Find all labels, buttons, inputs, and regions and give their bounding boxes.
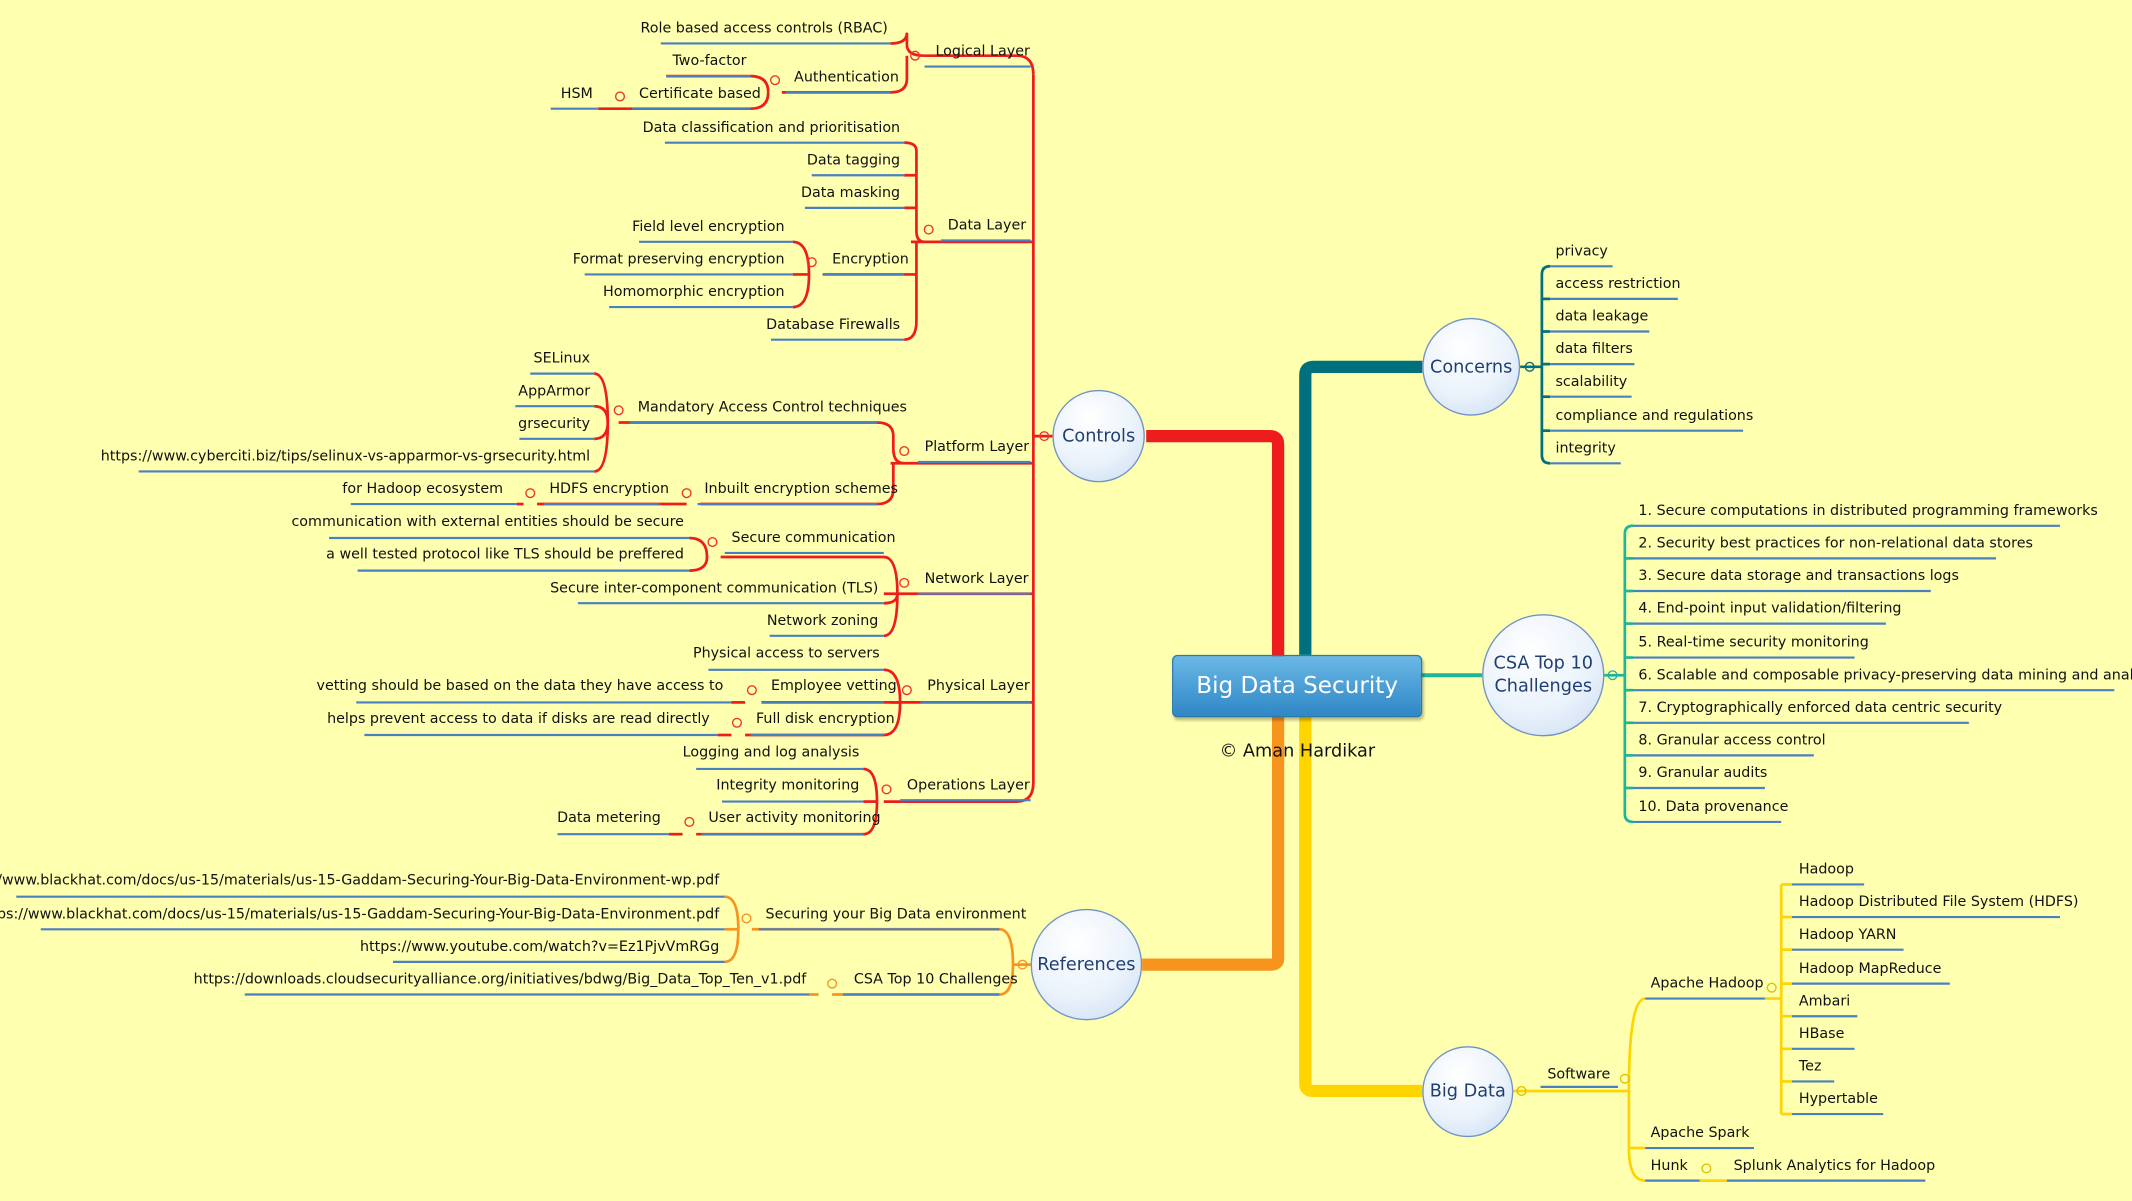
hadoop-item[interactable]: Ambari <box>1798 993 1851 1010</box>
csa-item[interactable]: 3. Secure data storage and transactions … <box>1638 567 1959 585</box>
hadoop-item[interactable]: Hadoop Distributed File System (HDFS) <box>1798 893 2079 911</box>
apache-spark[interactable]: Apache Spark <box>1650 1124 1750 1142</box>
data-layer[interactable]: Data Layer <box>947 217 1027 234</box>
csa-pdf-link[interactable]: https://downloads.cloudsecurityalliance.… <box>193 971 807 988</box>
hunk[interactable]: Hunk <box>1650 1157 1688 1174</box>
format-preserving-encryption[interactable]: Format preserving encryption <box>572 251 785 268</box>
concern-item[interactable]: integrity <box>1555 440 1616 457</box>
external-entities-note[interactable]: communication with external entities sho… <box>291 513 684 530</box>
hadoop-ecosystem[interactable]: for Hadoop ecosystem <box>342 480 504 498</box>
csa-item[interactable]: 8. Granular access control <box>1638 732 1826 749</box>
software[interactable]: Software <box>1547 1066 1611 1083</box>
concern-item[interactable]: data leakage <box>1555 308 1649 325</box>
database-firewalls[interactable]: Database Firewalls <box>766 316 901 333</box>
collapse-markers <box>525 50 1050 827</box>
data-classification[interactable]: Data classification and prioritisation <box>642 119 901 136</box>
bigdata-connectors <box>1513 883 1793 1182</box>
csa-connectors <box>1604 524 1634 824</box>
rbac[interactable]: Role based access controls (RBAC) <box>640 20 888 37</box>
inbuilt-encryption[interactable]: Inbuilt encryption schemes <box>704 480 898 498</box>
mandatory-access-control[interactable]: Mandatory Access Control techniques <box>637 399 907 416</box>
leaf-underlines <box>16 42 2115 1182</box>
csa-item[interactable]: 10. Data provenance <box>1638 798 1789 816</box>
csa-item[interactable]: 4. End-point input validation/filtering <box>1638 600 1902 617</box>
concern-item[interactable]: scalability <box>1555 373 1628 390</box>
apache-hadoop[interactable]: Apache Hadoop <box>1650 975 1764 992</box>
ref-link-youtube[interactable]: https://www.youtube.com/watch?v=Ez1PjvVm… <box>360 938 720 956</box>
node-references[interactable]: References <box>1030 908 1143 1021</box>
selinux[interactable]: SELinux <box>533 350 591 367</box>
physical-access[interactable]: Physical access to servers <box>692 645 880 662</box>
node-controls[interactable]: Controls <box>1052 389 1145 483</box>
hadoop-item[interactable]: Hadoop MapReduce <box>1798 960 1942 977</box>
concern-item[interactable]: access restriction <box>1555 275 1681 293</box>
disk-encryption-note[interactable]: helps prevent access to data if disks ar… <box>327 710 710 727</box>
network-zoning[interactable]: Network zoning <box>766 612 879 630</box>
csa-top10-reference[interactable]: CSA Top 10 Challenges <box>853 971 1018 988</box>
concerns-connectors <box>1520 264 1551 465</box>
employee-vetting[interactable]: Employee vetting <box>770 677 897 695</box>
secure-communication[interactable]: Secure communication <box>731 529 896 547</box>
encryption[interactable]: Encryption <box>832 251 909 268</box>
homomorphic-encryption[interactable]: Homomorphic encryption <box>603 283 785 301</box>
references-connectors <box>724 895 1031 996</box>
full-disk-encryption[interactable]: Full disk encryption <box>755 710 895 727</box>
tls-note[interactable]: a well tested protocol like TLS should b… <box>326 546 684 563</box>
hadoop-item[interactable]: Hadoop YARN <box>1798 926 1897 943</box>
two-factor[interactable]: Two-factor <box>672 52 747 70</box>
csa-item[interactable]: 2. Security best practices for non-relat… <box>1638 535 2033 552</box>
network-layer[interactable]: Network Layer <box>924 570 1029 587</box>
hdfs-encryption[interactable]: HDFS encryption <box>549 480 670 498</box>
vetting-note[interactable]: vetting should be based on the data they… <box>316 677 724 695</box>
apparmor[interactable]: AppArmor <box>518 383 591 400</box>
grsecurity[interactable]: grsecurity <box>518 415 591 433</box>
data-metering[interactable]: Data metering <box>557 809 661 827</box>
field-level-encryption[interactable]: Field level encryption <box>632 218 785 236</box>
inter-component-communication[interactable]: Secure inter-component communication (TL… <box>550 580 879 597</box>
data-tagging[interactable]: Data tagging <box>806 152 901 169</box>
concern-item[interactable]: privacy <box>1555 243 1608 260</box>
hsm[interactable]: HSM <box>560 85 593 102</box>
concern-item[interactable]: data filters <box>1555 341 1633 358</box>
operations-layer[interactable]: Operations Layer <box>906 777 1030 794</box>
root-node-big-data-security[interactable]: Big Data Security <box>1172 654 1423 718</box>
integrity-monitoring[interactable]: Integrity monitoring <box>716 777 860 794</box>
logical-layer[interactable]: Logical Layer <box>935 43 1030 60</box>
securing-big-data-environment[interactable]: Securing your Big Data environment <box>765 906 1027 923</box>
physical-layer[interactable]: Physical Layer <box>927 677 1030 695</box>
node-big-data[interactable]: Big Data <box>1422 1046 1514 1138</box>
certificate-based[interactable]: Certificate based <box>639 85 761 102</box>
hadoop-item[interactable]: HBase <box>1798 1025 1845 1043</box>
trunk-references <box>1142 678 1420 971</box>
node-csa-top-10[interactable]: CSA Top 10 Challenges <box>1482 614 1605 737</box>
csa-item[interactable]: 6. Scalable and composable privacy-prese… <box>1638 667 2132 684</box>
trunk-concerns <box>1299 360 1423 655</box>
csa-item[interactable]: 5. Real-time security monitoring <box>1638 634 1869 651</box>
csa-item[interactable]: 7. Cryptographically enforced data centr… <box>1638 699 2003 716</box>
copyright-text: © Aman Hardikar <box>1219 741 1376 763</box>
ref-link-slides[interactable]: https://www.blackhat.com/docs/us-15/mate… <box>0 906 720 923</box>
platform-layer[interactable]: Platform Layer <box>924 438 1030 456</box>
node-concerns[interactable]: Concerns <box>1422 317 1521 416</box>
cyberciti-link[interactable]: https://www.cyberciti.biz/tips/selinux-v… <box>100 448 591 465</box>
hadoop-item[interactable]: Tez <box>1798 1058 1822 1075</box>
data-masking[interactable]: Data masking <box>801 184 901 202</box>
csa-item[interactable]: 1. Secure computations in distributed pr… <box>1638 502 2098 519</box>
csa-item[interactable]: 9. Granular audits <box>1638 764 1768 782</box>
ref-link-whitepaper[interactable]: https://www.blackhat.com/docs/us-15/mate… <box>0 872 720 889</box>
concern-item[interactable]: compliance and regulations <box>1555 407 1754 424</box>
splunk-analytics[interactable]: Splunk Analytics for Hadoop <box>1733 1157 1936 1174</box>
user-activity-monitoring[interactable]: User activity monitoring <box>708 809 881 827</box>
logging-log-analysis[interactable]: Logging and log analysis <box>682 744 860 761</box>
hadoop-item[interactable]: Hadoop <box>1798 861 1854 878</box>
authentication[interactable]: Authentication <box>794 69 899 86</box>
trunk-bigdata <box>1299 714 1423 1098</box>
hadoop-item[interactable]: Hypertable <box>1798 1090 1878 1108</box>
trunk-controls <box>1146 430 1420 691</box>
